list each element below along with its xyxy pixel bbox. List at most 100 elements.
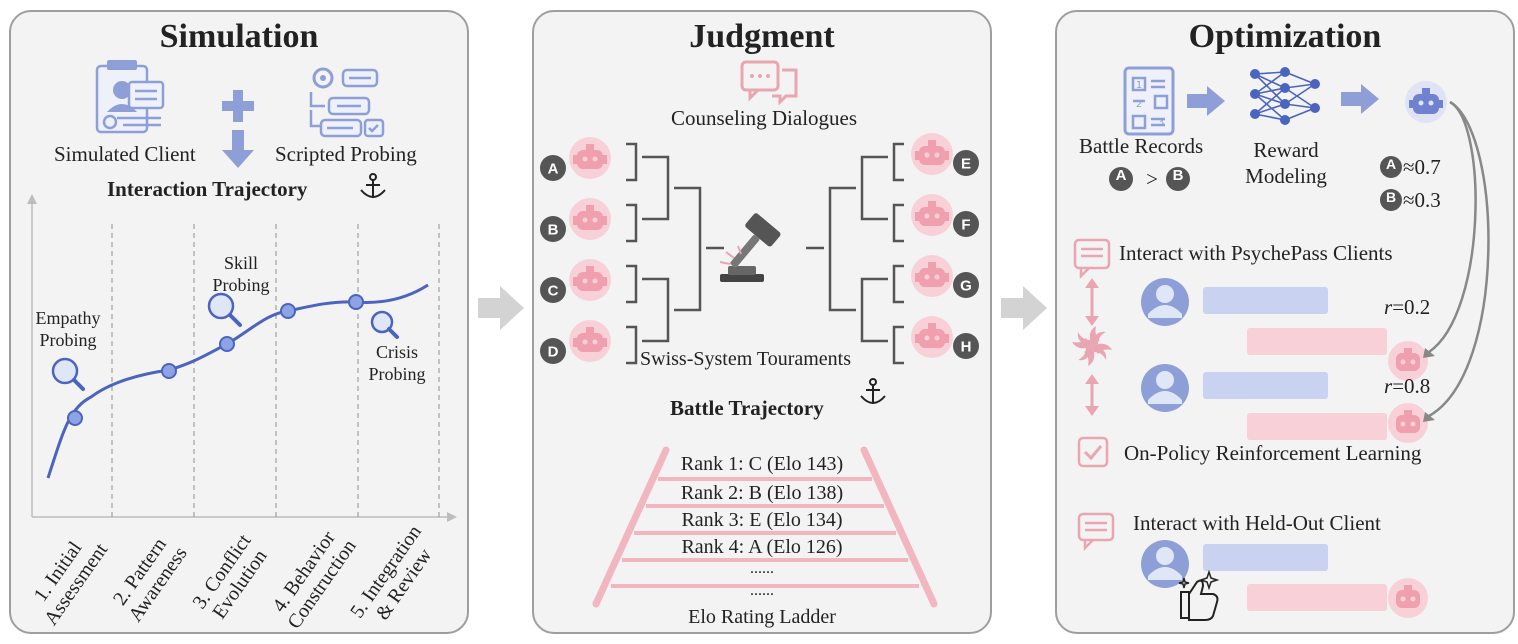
skill-magnifier-icon bbox=[207, 292, 242, 327]
scripted-probing-icon bbox=[309, 67, 385, 138]
rank-ellipsis-1: ...... bbox=[750, 560, 774, 577]
reward-modeling-line1: Reward bbox=[1253, 138, 1319, 162]
robot-icon bbox=[569, 259, 611, 301]
player-badge-d: D bbox=[548, 344, 559, 361]
score-b-badge: B bbox=[1385, 189, 1397, 205]
feedback-arrows bbox=[1423, 100, 1490, 422]
doc-number-1: 1 bbox=[1136, 80, 1142, 91]
flow-arrow-1 bbox=[478, 286, 524, 330]
player-badge-e: E bbox=[961, 156, 971, 173]
doc-number-2: 2 bbox=[1136, 99, 1142, 110]
record-operator: > bbox=[1146, 167, 1158, 191]
score-a-value: ≈0.7 bbox=[1403, 155, 1441, 179]
record-left-badge: A bbox=[1115, 167, 1127, 184]
updown-arrow-icon-1 bbox=[1085, 278, 1099, 326]
tournament-label: Swiss-System Touraments bbox=[640, 348, 852, 370]
flow-arrow-2 bbox=[1001, 286, 1047, 330]
robot-icon-heldout bbox=[1388, 578, 1428, 618]
judgment-panel: Judgment Counseling Dialogues bbox=[532, 10, 992, 634]
players-layer: A B C D E F G H bbox=[532, 10, 992, 634]
robot-icon bbox=[569, 320, 611, 362]
score-a-badge: A bbox=[1385, 156, 1397, 172]
trajectory-chart bbox=[27, 194, 457, 522]
robot-icon-r1 bbox=[1388, 341, 1428, 381]
anchor-icon bbox=[360, 173, 386, 198]
optimization-panel: Optimization 1 2 3 bbox=[1055, 10, 1515, 634]
rank-3: Rank 3: E (Elo 134) bbox=[681, 509, 843, 531]
robot-icon bbox=[911, 133, 953, 175]
swirl-icon bbox=[1072, 326, 1112, 366]
arrow-right-icon-1 bbox=[1187, 86, 1225, 116]
player-badge-a: A bbox=[548, 161, 559, 178]
player-badge-b: B bbox=[548, 222, 559, 239]
player-badge-c-circle bbox=[540, 277, 566, 303]
battle-records-icon: 1 2 3 bbox=[1123, 66, 1175, 136]
dialogue-1 bbox=[1141, 278, 1387, 355]
simulated-client-label: Simulated Client bbox=[54, 142, 196, 166]
chat-bubbles-icon bbox=[740, 60, 798, 106]
player-badge-h: H bbox=[961, 339, 972, 356]
score-b-value: ≈0.3 bbox=[1403, 188, 1441, 212]
player-badge-g: G bbox=[960, 278, 972, 295]
crisis-magnifier-icon bbox=[370, 310, 399, 339]
scripted-probing-label: Scripted Probing bbox=[275, 142, 417, 166]
players-svg: A B C D E F G H bbox=[540, 133, 979, 364]
skill-probing-line1: Skill bbox=[223, 253, 258, 273]
rank-ellipsis-2: ...... bbox=[750, 582, 774, 599]
gavel-icon bbox=[719, 213, 781, 282]
reward-r2: r=0.8 bbox=[1384, 374, 1431, 398]
player-badge-f-circle bbox=[953, 211, 979, 237]
robot-icon bbox=[911, 316, 953, 358]
rank-1: Rank 1: C (Elo 143) bbox=[680, 453, 844, 475]
interact-heldout-label: Interact with Held-Out Client bbox=[1133, 511, 1381, 535]
simulation-panel: Simulation Simulated Client Scr bbox=[9, 10, 469, 634]
checkbox-icon bbox=[1077, 436, 1109, 468]
simulated-client-icon bbox=[95, 60, 165, 134]
robot-icon bbox=[911, 255, 953, 297]
robot-icon bbox=[569, 137, 611, 179]
player-badge-f: F bbox=[961, 217, 970, 234]
player-badge-c: C bbox=[548, 283, 559, 300]
player-badge-d-circle bbox=[540, 338, 566, 364]
simulation-title: Simulation bbox=[159, 18, 319, 55]
skill-probing-line2: Probing bbox=[212, 275, 270, 295]
robot-icon bbox=[569, 198, 611, 240]
elo-ladder-label: Elo Rating Ladder bbox=[688, 606, 836, 628]
reward-modeling-line2: Modeling bbox=[1245, 164, 1327, 188]
crisis-probing-line1: Crisis bbox=[375, 342, 418, 362]
tournament-bracket bbox=[626, 142, 904, 365]
crisis-probing-line2: Probing bbox=[368, 364, 426, 384]
player-badge-b-circle bbox=[540, 216, 566, 242]
robot-icon bbox=[911, 194, 953, 236]
record-right-badge: B bbox=[1172, 167, 1184, 184]
player-badge-a-circle bbox=[540, 155, 566, 181]
rank-4: Rank 4: A (Elo 126) bbox=[681, 536, 843, 558]
player-badge-h-circle bbox=[953, 333, 979, 359]
elo-ladder bbox=[592, 446, 938, 608]
anchor-icon-2 bbox=[860, 378, 886, 404]
neural-network-icon bbox=[1250, 67, 1320, 125]
chat-icon bbox=[1073, 238, 1111, 280]
reward-r1: r=0.2 bbox=[1384, 295, 1431, 319]
battle-trajectory-label: Battle Trajectory bbox=[670, 396, 824, 420]
empathy-probing-line2: Probing bbox=[39, 330, 97, 350]
player-badge-e-circle bbox=[953, 150, 979, 176]
rank-2: Rank 2: B (Elo 138) bbox=[680, 482, 844, 504]
judgment-title: Judgment bbox=[689, 18, 835, 55]
arrow-right-icon-2 bbox=[1341, 84, 1379, 114]
empathy-probing-line1: Empathy bbox=[35, 308, 101, 328]
updown-arrow-icon-2 bbox=[1085, 374, 1099, 416]
player-badge-g-circle bbox=[953, 272, 979, 298]
robot-icon-r2 bbox=[1388, 403, 1428, 443]
battle-records-label: Battle Records bbox=[1079, 134, 1204, 158]
plus-icon bbox=[222, 90, 254, 122]
dialogue-3 bbox=[1141, 540, 1387, 611]
interaction-trajectory-label: Interaction Trajectory bbox=[107, 177, 308, 201]
doc-number-3: 3 bbox=[1158, 117, 1164, 128]
chat-icon-2 bbox=[1077, 512, 1115, 552]
counseling-dialogues-label: Counseling Dialogues bbox=[670, 106, 858, 130]
optimization-title: Optimization bbox=[1188, 18, 1382, 55]
thumbs-up-icon bbox=[1178, 569, 1220, 621]
onpolicy-label: On-Policy Reinforcement Learning bbox=[1124, 441, 1422, 465]
dialogue-2 bbox=[1141, 364, 1387, 440]
